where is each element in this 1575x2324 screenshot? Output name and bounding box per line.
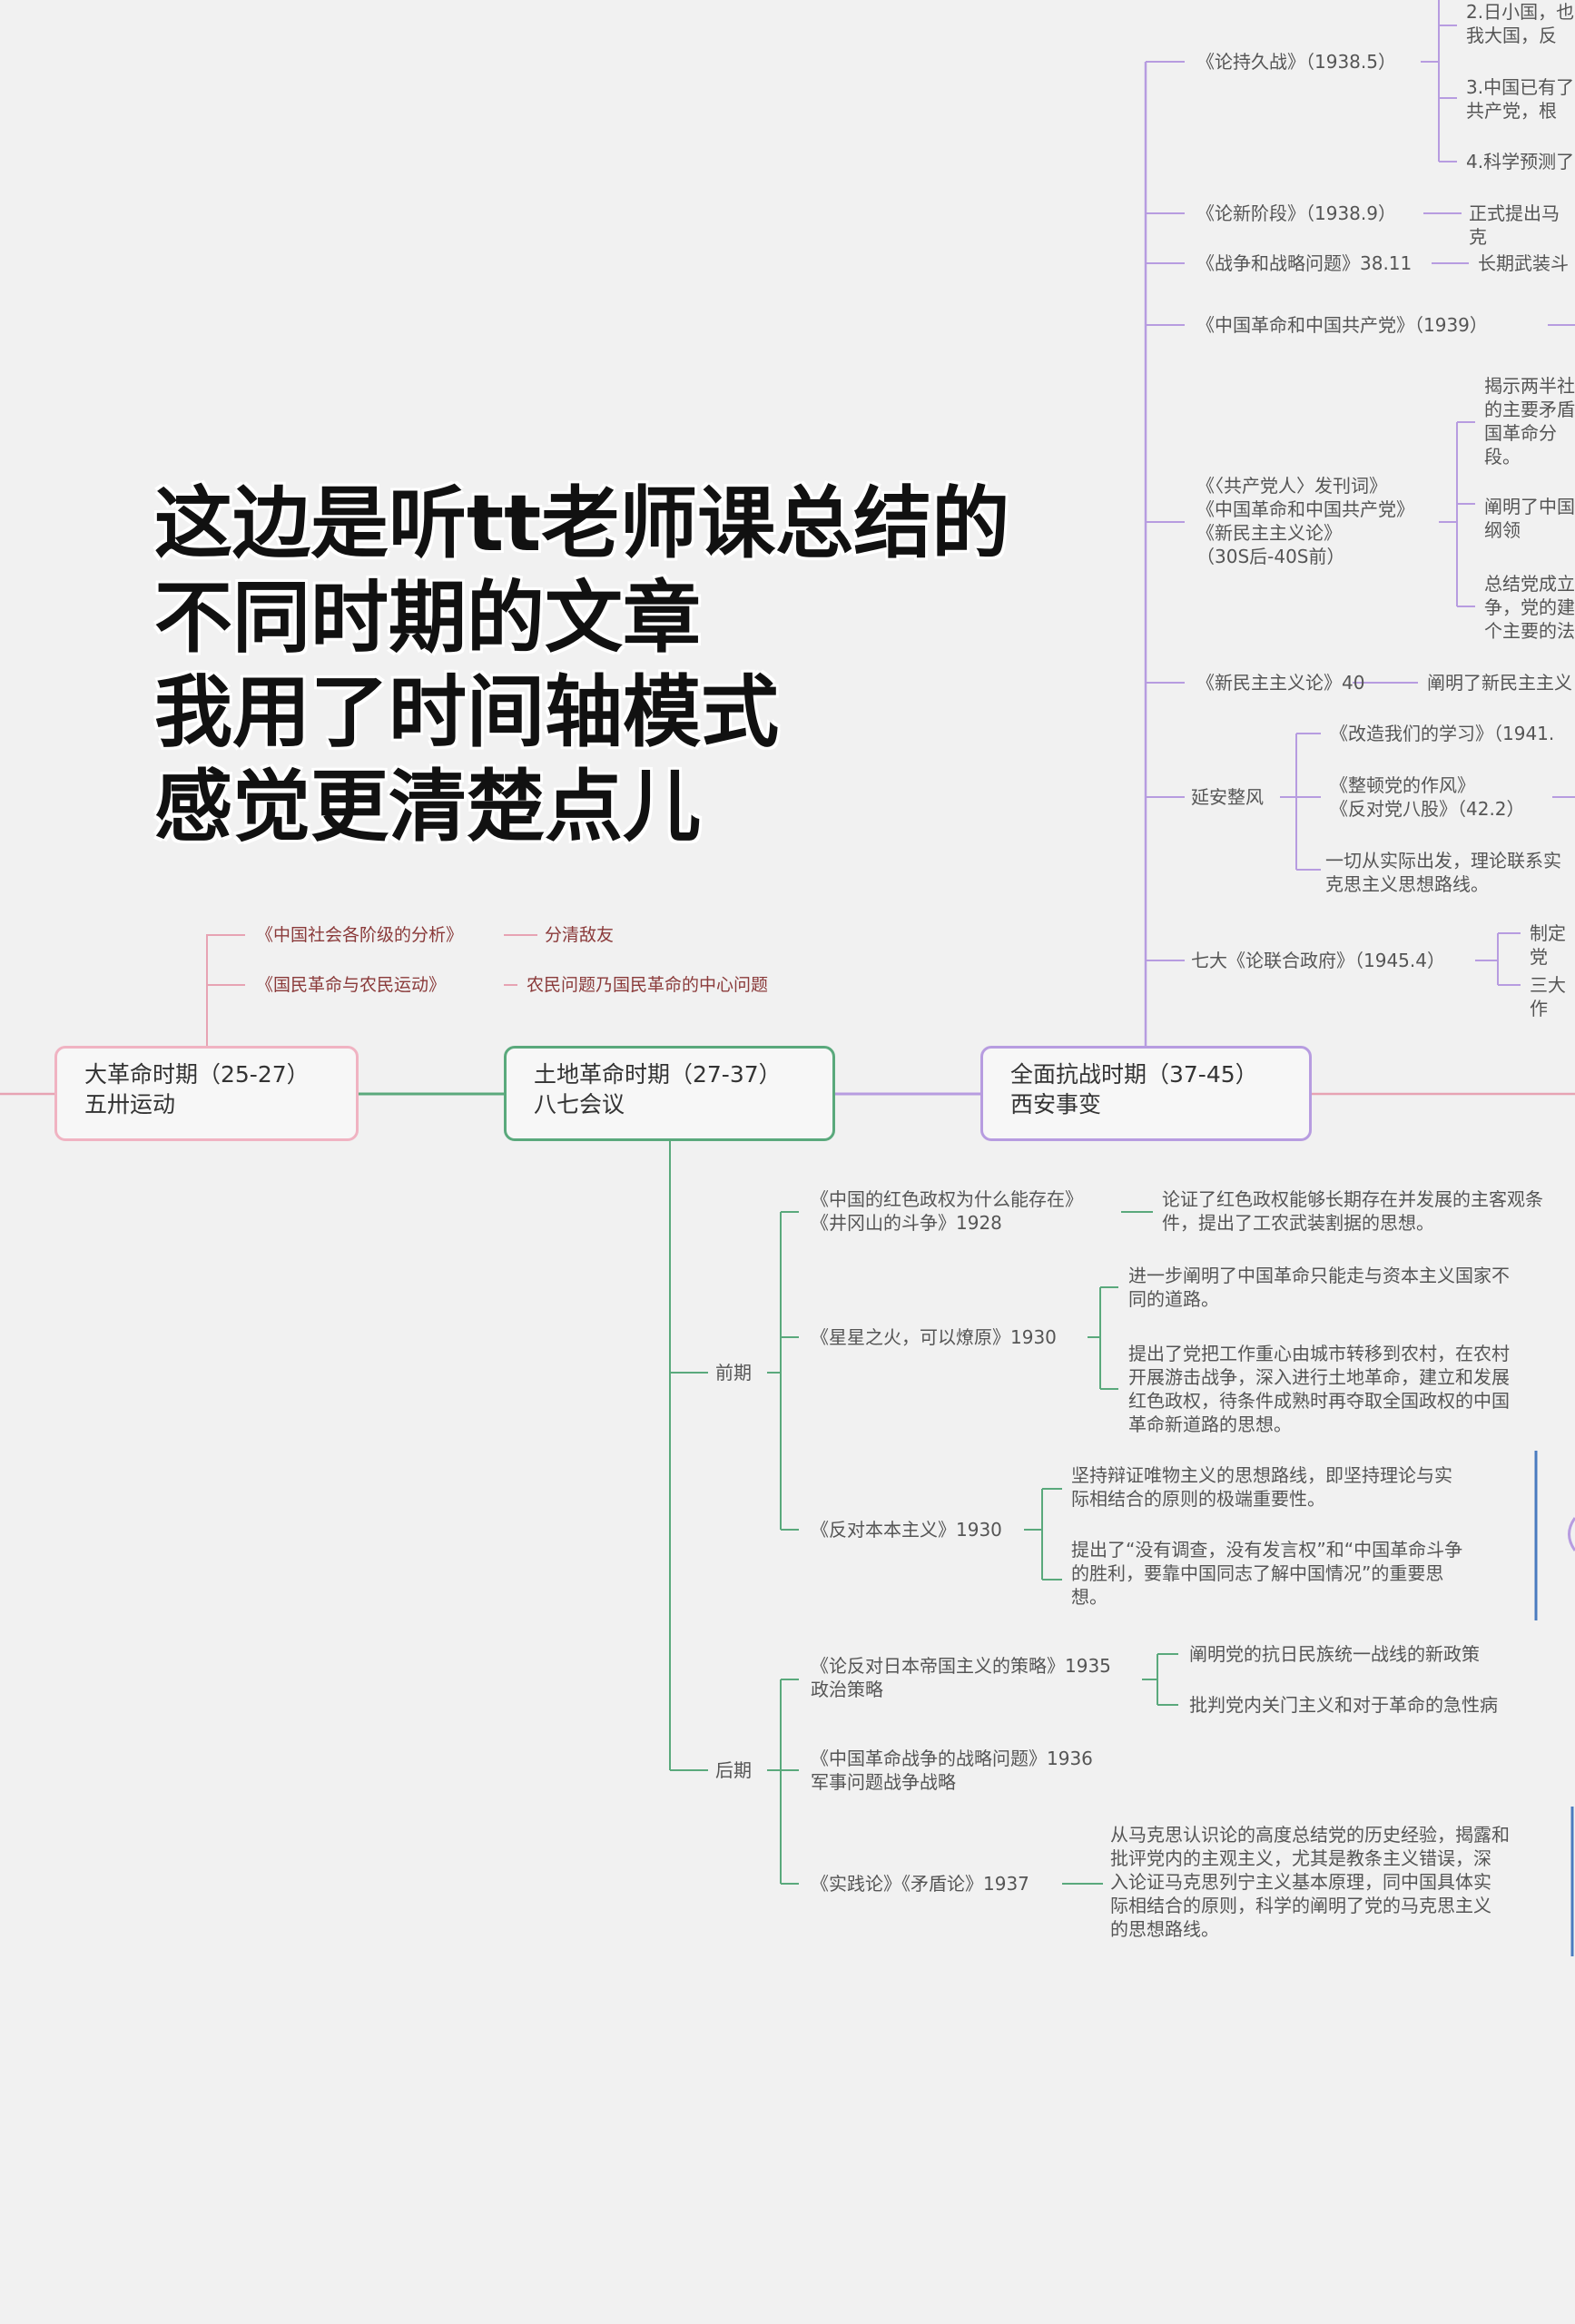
article-summary: 制定党 [1530, 922, 1566, 968]
article-title: 《整顿党的作风》 《反对党八股》（42.2） [1330, 774, 1525, 820]
article-title: 《实践论》《矛盾论》1937 [811, 1873, 1029, 1895]
period-node-great-revolution[interactable]: 大革命时期（25-27） 五卅运动 [54, 1046, 359, 1141]
article-summary: 阐明了新民主主义 [1427, 672, 1572, 694]
article-title: 七大《论联合政府》（1945.4） [1191, 950, 1445, 971]
article-title: 《论新阶段》（1938.9） [1196, 202, 1396, 224]
article-title: 《中国的红色政权为什么能存在》 《井冈山的斗争》1928 [811, 1188, 1083, 1234]
article-summary: 提出了“没有调查，没有发言权”和“中国革命斗争 的胜利，要靠中国同志了解中国情况… [1071, 1539, 1463, 1608]
article-summary: 提出了党把工作重心由城市转移到农村，在农村 开展游击战争，深入进行土地革命，建立… [1128, 1343, 1510, 1435]
article-title: 《星星之火，可以燎原》1930 [811, 1326, 1057, 1348]
article-summary: 一切从实际出发，理论联系实 克思主义思想路线。 [1325, 850, 1561, 895]
movement-label: 延安整风 [1191, 786, 1264, 808]
article-title: 《战争和战略问题》38.11 [1196, 252, 1413, 274]
article-title: 《〈共产党人〉发刊词》 《中国革命和中国共产党》 《新民主主义论》 （30S后-… [1196, 475, 1414, 567]
article-title: 《论持久战》（1938.5） [1196, 51, 1396, 73]
article-summary: 总结党成立 争，党的建 个主要的法 [1484, 573, 1575, 642]
article-summary: 揭示两半社 的主要矛盾 国革命分 段。 [1484, 375, 1575, 468]
article-summary: 进一步阐明了中国革命只能走与资本主义国家不 同的道路。 [1128, 1265, 1510, 1310]
article-summary: 从马克思认识论的高度总结党的历史经验，揭露和 批评党内的主观主义，尤其是教条主义… [1110, 1824, 1510, 1940]
article-summary: 4.科学预测了 [1466, 151, 1575, 172]
article-title: 《中国革命和中国共产党》（1939） [1196, 314, 1488, 336]
article-summary: 2.日小国，也 我大国，反 [1466, 1, 1575, 46]
period-node-land-revolution[interactable]: 土地革命时期（27-37） 八七会议 [504, 1046, 835, 1141]
article-summary: 农民问题乃国民革命的中心问题 [527, 975, 769, 995]
article-summary: 阐明了中国 纲领 [1484, 496, 1575, 541]
phase-label-late: 后期 [715, 1759, 752, 1781]
article-summary: 论证了红色政权能够长期存在并发展的主客观条 件，提出了工农武装割据的思想。 [1162, 1188, 1543, 1234]
article-title: 《中国社会各阶级的分析》 [256, 925, 464, 945]
phase-label-early: 前期 [715, 1362, 752, 1384]
article-title: 《新民主主义论》40 [1196, 672, 1365, 694]
article-title: 《国民革命与农民运动》 [256, 975, 447, 995]
article-title: 《反对本本主义》1930 [811, 1519, 1002, 1541]
article-title: 《论反对日本帝国主义的策略》1935 政治策略 [811, 1655, 1111, 1700]
overlay-caption: 这边是听tt老师课总结的 不同时期的文章 我用了时间轴模式 感觉更清楚点儿 [154, 478, 1010, 852]
article-summary: 阐明党的抗日民族统一战线的新政策 [1189, 1643, 1480, 1665]
article-summary: 正式提出马克 [1469, 202, 1560, 248]
article-title: 《中国革命战争的战略问题》1936 军事问题战争战略 [811, 1748, 1093, 1793]
article-summary: 分清敌友 [545, 925, 615, 945]
article-summary: 长期武装斗 [1478, 252, 1569, 274]
article-title: 《改造我们的学习》（1941. [1330, 723, 1555, 744]
article-summary: 坚持辩证唯物主义的思想路线，即坚持理论与实 际相结合的原则的极端重要性。 [1071, 1464, 1452, 1510]
article-summary: 三大作 [1530, 974, 1566, 1019]
period-node-anti-japanese-war[interactable]: 全面抗战时期（37-45） 西安事变 [980, 1046, 1312, 1141]
article-summary: 批判党内关门主义和对于革命的急性病 [1189, 1694, 1498, 1716]
article-summary: 3.中国已有了 共产党，根 [1466, 76, 1575, 122]
